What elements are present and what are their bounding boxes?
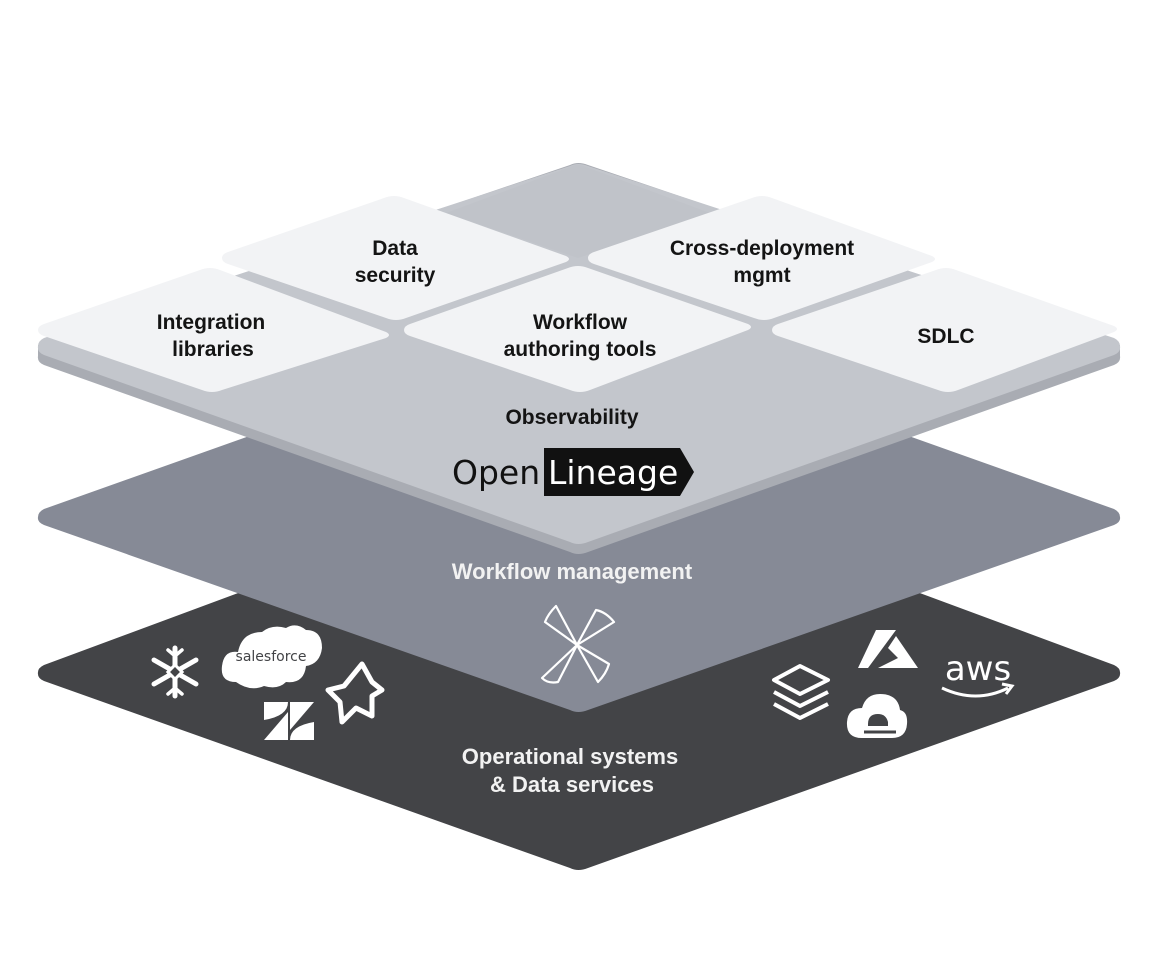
snowflake-icon	[151, 645, 199, 699]
salesforce-logo-text: salesforce	[236, 649, 307, 665]
tile-label-integration-2: libraries	[172, 338, 254, 361]
tile-label-cross-deployment-2: mgmt	[733, 264, 790, 287]
operational-label-line-2: & Data services	[490, 772, 654, 797]
tile-label-sdlc: SDLC	[917, 325, 974, 348]
tile-label-data-security-2: security	[355, 264, 436, 287]
star-icon	[325, 661, 385, 725]
tile-label-integration-1: Integration	[157, 311, 266, 334]
aws-logo: aws	[941, 649, 1015, 698]
tile-data-security	[222, 196, 569, 320]
salesforce-logo: salesforce	[221, 625, 322, 689]
tile-workflow-authoring-tools	[404, 266, 751, 392]
tile-integration-libraries	[38, 268, 389, 392]
stacked-layers-icon	[772, 664, 830, 720]
operational-label-line-1: Operational systems	[462, 744, 678, 769]
tile-empty-top	[446, 165, 710, 258]
tile-label-cross-deployment-1: Cross-deployment	[670, 237, 854, 260]
tile-label-data-security-1: Data	[372, 237, 418, 260]
openlineage-logo: Open Lineage	[452, 448, 694, 496]
tile-label-workflow-authoring-2: authoring tools	[504, 338, 657, 361]
workflow-management-label: Workflow management	[452, 559, 693, 584]
airflow-pinwheel-icon	[540, 604, 616, 684]
aws-logo-text: aws	[945, 649, 1011, 689]
zendesk-icon	[264, 702, 314, 740]
tile-label-workflow-authoring-1: Workflow	[533, 311, 628, 334]
google-cloud-icon	[846, 694, 908, 738]
tile-sdlc	[772, 268, 1117, 392]
openlineage-logo-part-lineage: Lineage	[548, 453, 678, 492]
azure-icon	[858, 630, 918, 668]
openlineage-logo-part-open: Open	[452, 453, 540, 492]
observability-label: Observability	[505, 406, 638, 429]
tile-cross-deployment-mgmt	[588, 196, 935, 320]
